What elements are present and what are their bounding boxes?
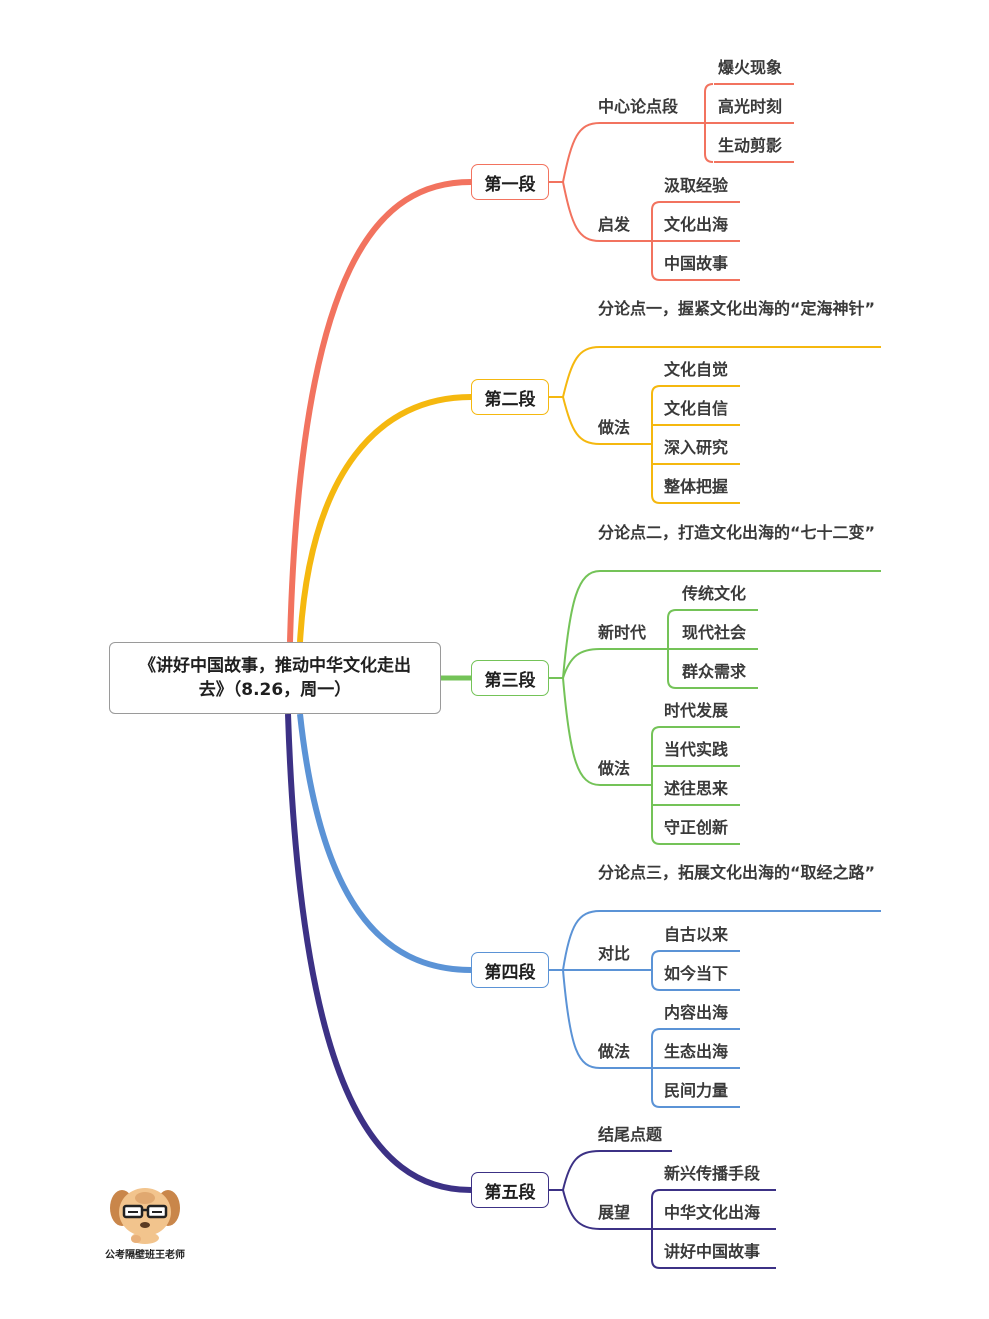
- s1-inspiration[interactable]: 启发: [598, 215, 631, 234]
- section-5-title: 第五段: [484, 1182, 536, 1203]
- s2-item-confidence[interactable]: 文化自信: [664, 399, 729, 418]
- bracket-s1-a: [704, 83, 794, 163]
- conn-s2-b: [562, 396, 652, 445]
- s1-item-experience[interactable]: 汲取经验: [664, 176, 729, 195]
- root-topic[interactable]: 《讲好中国故事，推动中华文化走出 去》（8.26，周一）: [109, 642, 441, 714]
- conn-s3-b: [562, 648, 668, 679]
- root-line-2: 去》（8.26，周一）: [198, 680, 352, 700]
- bracket-s4-b: [651, 950, 740, 991]
- s1-item-china-story[interactable]: 中国故事: [664, 254, 729, 273]
- s4-item-today[interactable]: 如今当下: [664, 964, 729, 983]
- s3-method[interactable]: 做法: [598, 759, 631, 778]
- section-3-title: 第三段: [484, 670, 536, 691]
- s3-item-traditional[interactable]: 传统文化: [682, 584, 747, 603]
- s4-item-content[interactable]: 内容出海: [664, 1003, 729, 1022]
- branch-s2: [297, 394, 472, 643]
- section-3-node[interactable]: 第三段: [471, 660, 549, 696]
- bracket-s3-b: [667, 609, 758, 689]
- s4-subthesis[interactable]: 分论点三，拓展文化出海的“取经之路”: [598, 863, 876, 882]
- conn-s4-c: [562, 969, 652, 1069]
- s3-new-era[interactable]: 新时代: [598, 623, 647, 642]
- s2-item-awareness[interactable]: 文化自觉: [664, 360, 729, 379]
- s4-item-ecology[interactable]: 生态出海: [664, 1042, 729, 1061]
- conn-s5-b: [562, 1189, 652, 1230]
- section-2-title: 第二段: [484, 389, 536, 410]
- s5-ending[interactable]: 结尾点题: [598, 1125, 663, 1144]
- s1-item-hot[interactable]: 爆火现象: [718, 58, 783, 77]
- root-line-1: 《讲好中国故事，推动中华文化走出: [139, 656, 411, 676]
- section-1-title: 第一段: [484, 174, 536, 195]
- s2-item-overall[interactable]: 整体把握: [664, 477, 729, 496]
- s4-item-folk[interactable]: 民间力量: [664, 1081, 729, 1100]
- s4-compare[interactable]: 对比: [598, 944, 631, 963]
- section-4-node[interactable]: 第四段: [471, 952, 549, 988]
- branch-s1: [287, 179, 472, 643]
- s1-item-highlight[interactable]: 高光时刻: [718, 97, 783, 116]
- s3-item-practice[interactable]: 当代实践: [664, 740, 729, 759]
- conn-s3-a: [562, 570, 881, 679]
- conn-s2-a: [562, 346, 881, 398]
- s1-item-vivid[interactable]: 生动剪影: [718, 136, 783, 155]
- s5-item-new-media[interactable]: 新兴传播手段: [664, 1164, 761, 1183]
- logo-caption: 公考隔壁班王老师: [105, 1250, 185, 1261]
- conn-s4-a: [562, 910, 881, 971]
- s3-subthesis[interactable]: 分论点二，打造文化出海的“七十二变”: [598, 523, 876, 542]
- bracket-s2-b: [651, 385, 740, 504]
- dog-glasses-icon: [110, 1188, 180, 1244]
- s5-item-culture-out[interactable]: 中华文化出海: [664, 1203, 761, 1222]
- conn-s3-c: [562, 677, 652, 786]
- branch-s4: [297, 713, 472, 973]
- conn-s1-b: [562, 181, 652, 242]
- section-2-node[interactable]: 第二段: [471, 379, 549, 415]
- s3-item-past-future[interactable]: 述往思来: [664, 779, 729, 798]
- bracket-s1-b: [651, 201, 740, 281]
- s4-method[interactable]: 做法: [598, 1042, 631, 1061]
- s4-item-ancient[interactable]: 自古以来: [664, 925, 729, 944]
- bracket-s5-b: [651, 1189, 776, 1269]
- s2-method[interactable]: 做法: [598, 418, 631, 437]
- branch-s5: [285, 713, 472, 1193]
- section-5-node[interactable]: 第五段: [471, 1172, 549, 1208]
- s3-item-era-dev[interactable]: 时代发展: [664, 701, 729, 720]
- section-1-node[interactable]: 第一段: [471, 164, 549, 200]
- s5-outlook[interactable]: 展望: [598, 1203, 631, 1222]
- s2-subthesis[interactable]: 分论点一，握紧文化出海的“定海神针”: [598, 299, 876, 318]
- section-4-title: 第四段: [484, 962, 536, 983]
- s5-item-china-story[interactable]: 讲好中国故事: [664, 1242, 761, 1261]
- s3-item-modern[interactable]: 现代社会: [682, 623, 747, 642]
- s2-item-research[interactable]: 深入研究: [664, 438, 729, 457]
- s3-item-public[interactable]: 群众需求: [682, 662, 747, 681]
- conn-s5-a: [562, 1150, 672, 1191]
- bracket-s3-c: [651, 726, 740, 845]
- bracket-s4-c: [651, 1028, 740, 1108]
- conn-s1-a: [562, 122, 705, 183]
- s1-center-thesis[interactable]: 中心论点段: [598, 97, 679, 116]
- s3-item-innovation[interactable]: 守正创新: [664, 818, 729, 837]
- s1-item-culture-out[interactable]: 文化出海: [664, 215, 729, 234]
